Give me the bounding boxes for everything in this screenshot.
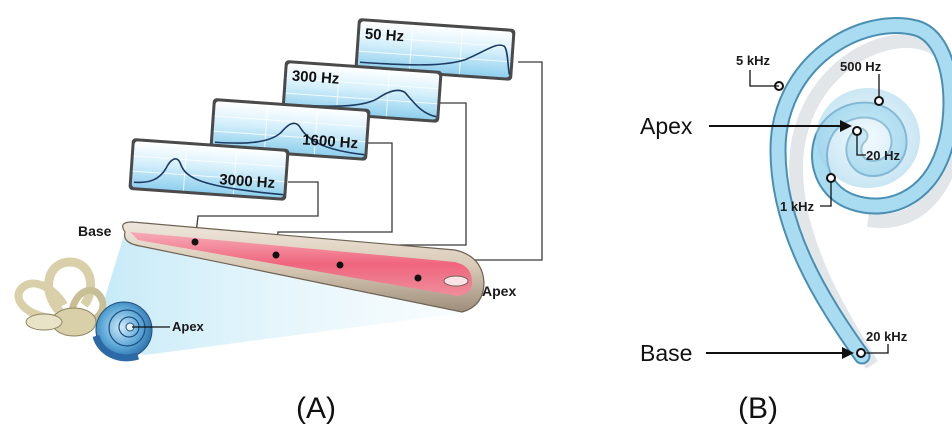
point-1600hz — [272, 251, 280, 259]
projection-cone — [95, 232, 470, 355]
label-20hz: 20 Hz — [866, 148, 900, 163]
apex-label-b: Apex — [640, 113, 693, 139]
connector-3000hz — [194, 181, 319, 243]
inner-ear-illustration — [14, 257, 170, 362]
label-500hz: 500 Hz — [840, 59, 882, 74]
freq-label-300hz: 300 Hz — [291, 68, 340, 88]
spiral-core — [816, 88, 920, 188]
label-20khz: 20 kHz — [866, 329, 908, 344]
point-3000hz — [191, 238, 199, 246]
semicircular-canal-top — [44, 257, 96, 316]
caption-a: (A) — [296, 392, 336, 425]
apex-label-ear: Apex — [172, 319, 205, 334]
base-label-b: Base — [640, 340, 692, 366]
base-label-a: Base — [78, 223, 112, 239]
marker-20hz — [852, 126, 862, 136]
basilar-membrane-tube — [122, 221, 485, 313]
frequency-box-300hz: 300 Hz — [281, 60, 443, 123]
panel-a: Base Apex 50 Hz 300 Hz — [14, 18, 543, 425]
frequency-box-3000hz: 3000 Hz — [128, 138, 290, 201]
freq-label-1600hz: 1600 Hz — [302, 131, 359, 152]
spiral-shadow — [788, 34, 952, 369]
marker-500hz — [874, 96, 884, 106]
label-5khz: 5 kHz — [736, 53, 770, 68]
base-arrow — [706, 347, 854, 359]
apex-opening — [443, 275, 469, 287]
freq-label-50hz: 50 Hz — [364, 26, 404, 46]
frequency-box-50hz: 50 Hz — [354, 18, 516, 81]
caption-b: (B) — [738, 392, 778, 425]
leader-1khz — [820, 182, 832, 207]
label-1khz: 1 kHz — [780, 199, 814, 214]
marker-1khz — [826, 173, 836, 183]
marker-20khz — [856, 348, 866, 358]
leader-20hz — [856, 135, 866, 156]
apex-arrow — [709, 120, 852, 132]
nerve-bundle — [25, 313, 63, 331]
leader-20khz — [865, 344, 889, 354]
frequency-box-1600hz: 1600 Hz — [209, 98, 371, 161]
apex-label-tube: Apex — [482, 283, 516, 299]
leader-5khz — [749, 70, 779, 87]
point-300hz — [336, 261, 344, 269]
point-50hz — [414, 274, 422, 282]
panel-b: 5 kHz 500 Hz 20 Hz 1 kHz 20 kHz Apex Bas… — [640, 17, 952, 425]
freq-label-3000hz: 3000 Hz — [219, 171, 276, 192]
